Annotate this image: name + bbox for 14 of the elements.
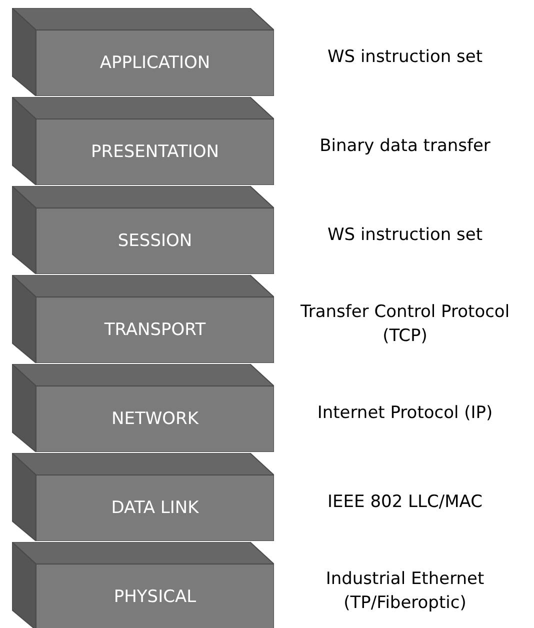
protocol-description: IEEE 802 LLC/MAC <box>326 491 484 514</box>
protocol-description: WS instruction set <box>326 46 484 69</box>
layer-name: PHYSICAL <box>114 587 196 607</box>
protocol-description: WS instruction set <box>326 224 484 247</box>
layer-name: SESSION <box>118 231 192 251</box>
layer-name: TRANSPORT <box>104 320 206 340</box>
layer-name: NETWORK <box>112 409 198 429</box>
layer-name: APPLICATION <box>100 53 210 73</box>
layer-name: PRESENTATION <box>91 142 219 162</box>
protocol-description: Transfer Control Protocol (TCP) <box>299 301 511 348</box>
protocol-description: Binary data transfer <box>318 135 492 158</box>
protocol-description: Internet Protocol (IP) <box>316 402 494 425</box>
protocol-description: Industrial Ethernet (TP/Fiberoptic) <box>324 568 486 615</box>
layer-name: DATA LINK <box>111 498 199 518</box>
